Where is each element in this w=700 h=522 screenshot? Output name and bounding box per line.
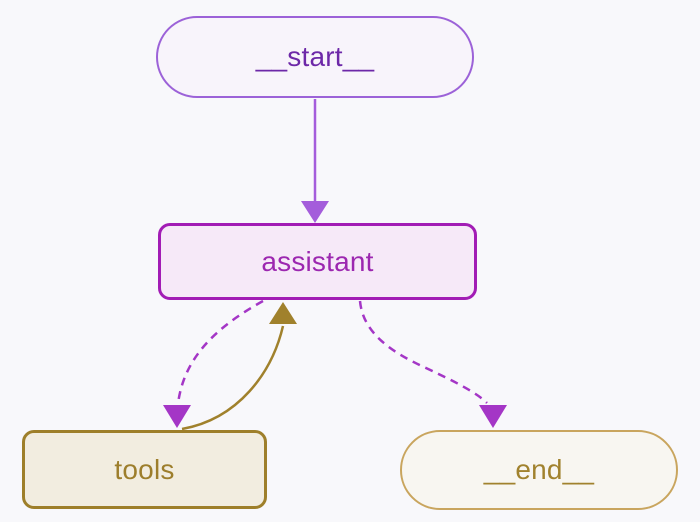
node-tools-label: tools [114, 453, 175, 485]
arrowhead-tools-to-assistant [269, 302, 297, 324]
arrowhead-assistant-to-tools [163, 405, 191, 428]
edge-tools-to-assistant [181, 325, 285, 431]
node-start-label: __start__ [255, 41, 375, 72]
arrowhead-start-to-assistant [301, 201, 329, 223]
node-start: __start__ [156, 16, 474, 98]
edge-assistant-to-end [358, 300, 488, 404]
node-end-label: __end__ [483, 454, 595, 485]
edge-assistant-to-tools [176, 299, 264, 405]
arrowhead-assistant-to-end [479, 405, 507, 428]
node-assistant: assistant [158, 223, 477, 300]
node-end: __end__ [400, 430, 678, 510]
node-tools: tools [22, 430, 267, 509]
node-assistant-label: assistant [261, 245, 374, 277]
